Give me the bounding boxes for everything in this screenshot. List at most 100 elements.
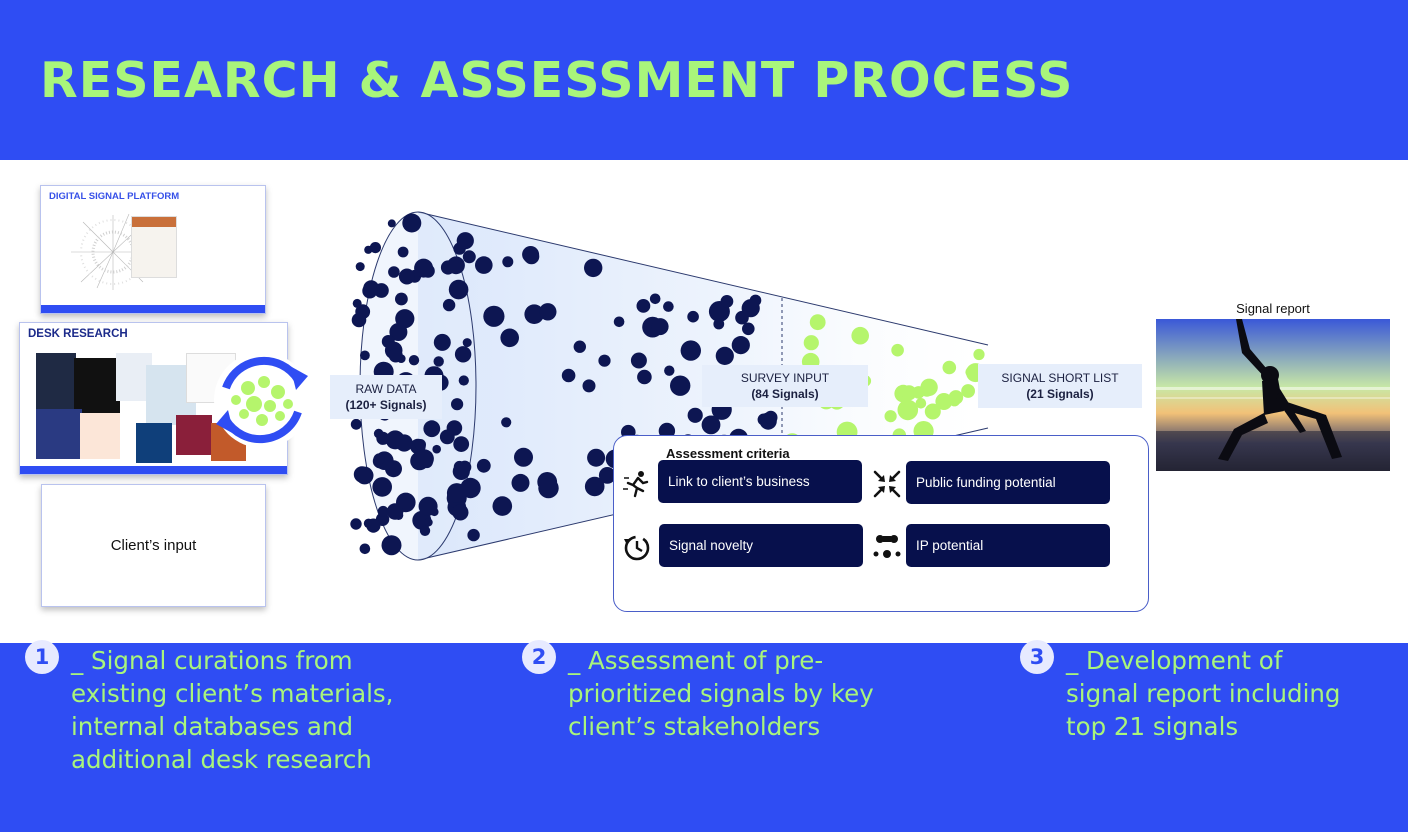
step-2-text: _ Assessment of pre- prioritized signals… [568, 644, 874, 743]
signal-dot-navy [395, 309, 414, 328]
signal-dot-navy [423, 420, 440, 437]
signal-dot-green [898, 400, 919, 421]
criteria-signal-novelty: Signal novelty [659, 524, 863, 567]
signal-dot-navy [501, 417, 511, 427]
signal-dot-navy [463, 338, 472, 347]
signal-dot-navy [562, 369, 576, 383]
raw-data-label: RAW DATA [330, 381, 442, 397]
signal-dot-navy [362, 283, 377, 298]
signal-dot-navy [598, 355, 610, 367]
signal-dot-navy [382, 535, 402, 555]
signal-dot-navy [522, 246, 539, 263]
signal-dot-navy [402, 214, 421, 233]
survey-input-label: SURVEY INPUT [702, 370, 868, 386]
signal-dot-green [961, 384, 975, 398]
criteria-link-to-business: Link to client’s business [658, 460, 862, 503]
signal-dot-navy [742, 299, 760, 317]
step-1-text: _ Signal curations from existing client’… [71, 644, 393, 776]
signal-dot-navy [583, 379, 596, 392]
survey-input-count: (84 Signals) [702, 386, 868, 402]
signal-dot-navy [356, 467, 374, 485]
signal-dot-navy [721, 295, 734, 308]
signal-dot-navy [467, 529, 479, 541]
assessment-criteria-title: Assessment criteria [666, 446, 790, 461]
signal-dot-navy [502, 256, 513, 267]
clients-input-card: Client’s input [41, 484, 266, 607]
signal-dot-green [973, 349, 984, 360]
signal-dot-navy [366, 519, 380, 533]
signal-short-list-count: (21 Signals) [978, 386, 1142, 402]
signal-dot-navy [514, 448, 533, 467]
refresh-cycle-icon [206, 340, 322, 460]
signal-dot-green [901, 385, 916, 400]
signal-dot-navy [483, 306, 504, 327]
signal-dot-navy [395, 293, 408, 306]
signal-dot-navy [372, 477, 392, 497]
signal-dot-navy [387, 503, 404, 520]
signal-dot-navy [584, 259, 602, 277]
signal-dot-navy [389, 349, 403, 363]
card-footer-bar [20, 466, 287, 474]
signal-dot-navy [452, 504, 468, 520]
signal-dot-navy [432, 445, 441, 454]
signal-dot-navy [419, 497, 438, 516]
signal-dot-navy [631, 353, 647, 369]
clock-refresh-icon [622, 533, 652, 563]
signal-dot-navy [455, 346, 471, 362]
signal-dot-navy [460, 478, 480, 498]
signal-dot-navy [637, 299, 651, 313]
signal-dot-navy [453, 436, 469, 452]
signal-dot-green [943, 361, 957, 375]
signal-dot-navy [475, 256, 493, 274]
signal-dot-navy [477, 459, 491, 473]
assessment-criteria-panel: Assessment criteria Link to client’s bus… [613, 435, 1149, 612]
signal-dot-navy [415, 449, 434, 468]
signal-dot-navy [453, 463, 470, 480]
raw-data-count: (120+ Signals) [330, 397, 442, 413]
signal-dot-navy [434, 356, 444, 366]
signal-dot-navy [539, 303, 556, 320]
signal-short-list-tag: SIGNAL SHORT LIST (21 Signals) [978, 364, 1142, 408]
signal-dot-navy [716, 347, 734, 365]
criteria-ip-potential: IP potential [906, 524, 1110, 567]
signal-dot-navy [388, 219, 396, 227]
signal-dot-navy [614, 317, 625, 328]
signal-dot-navy [399, 269, 415, 285]
signal-dot-navy [425, 518, 433, 526]
signal-dot-navy [440, 430, 455, 445]
signal-dot-navy [398, 247, 409, 258]
signal-dot-green [810, 314, 826, 330]
signal-dot-green [935, 393, 952, 410]
step-2-number-badge: 2 [522, 640, 556, 674]
running-person-icon [622, 469, 652, 499]
step-3-number-badge: 3 [1020, 640, 1054, 674]
signal-dot-navy [512, 474, 530, 492]
signal-dot-navy [356, 262, 365, 271]
signal-dot-navy [663, 301, 674, 312]
step-1-number-badge: 1 [25, 640, 59, 674]
signal-dot-navy [350, 518, 361, 529]
desk-research-title: DESK RESEARCH [28, 328, 128, 340]
signal-dot-navy [447, 256, 465, 274]
people-network-icon [872, 532, 902, 562]
signal-dot-navy [664, 366, 674, 376]
signal-dot-navy [459, 375, 469, 385]
arrows-inward-icon [872, 469, 902, 499]
report-thumbnail [131, 216, 177, 278]
signal-dot-navy [420, 526, 430, 536]
signal-dot-navy [713, 319, 724, 330]
signal-dot-navy [449, 280, 469, 300]
signal-dot-navy [574, 341, 586, 353]
signal-dot-navy [360, 544, 371, 555]
signal-dot-navy [409, 355, 419, 365]
criteria-public-funding-potential: Public funding potential [906, 461, 1110, 504]
signal-dot-navy [396, 434, 413, 451]
signal-dot-green [916, 398, 927, 409]
step-3-text: _ Development of signal report including… [1066, 644, 1340, 743]
signal-dot-navy [376, 432, 389, 445]
survey-input-tag: SURVEY INPUT (84 Signals) [702, 365, 868, 407]
signal-dot-green [885, 410, 897, 422]
signal-dot-navy [652, 318, 669, 335]
raw-data-tag: RAW DATA (120+ Signals) [330, 375, 442, 419]
signal-dot-navy [451, 398, 463, 410]
